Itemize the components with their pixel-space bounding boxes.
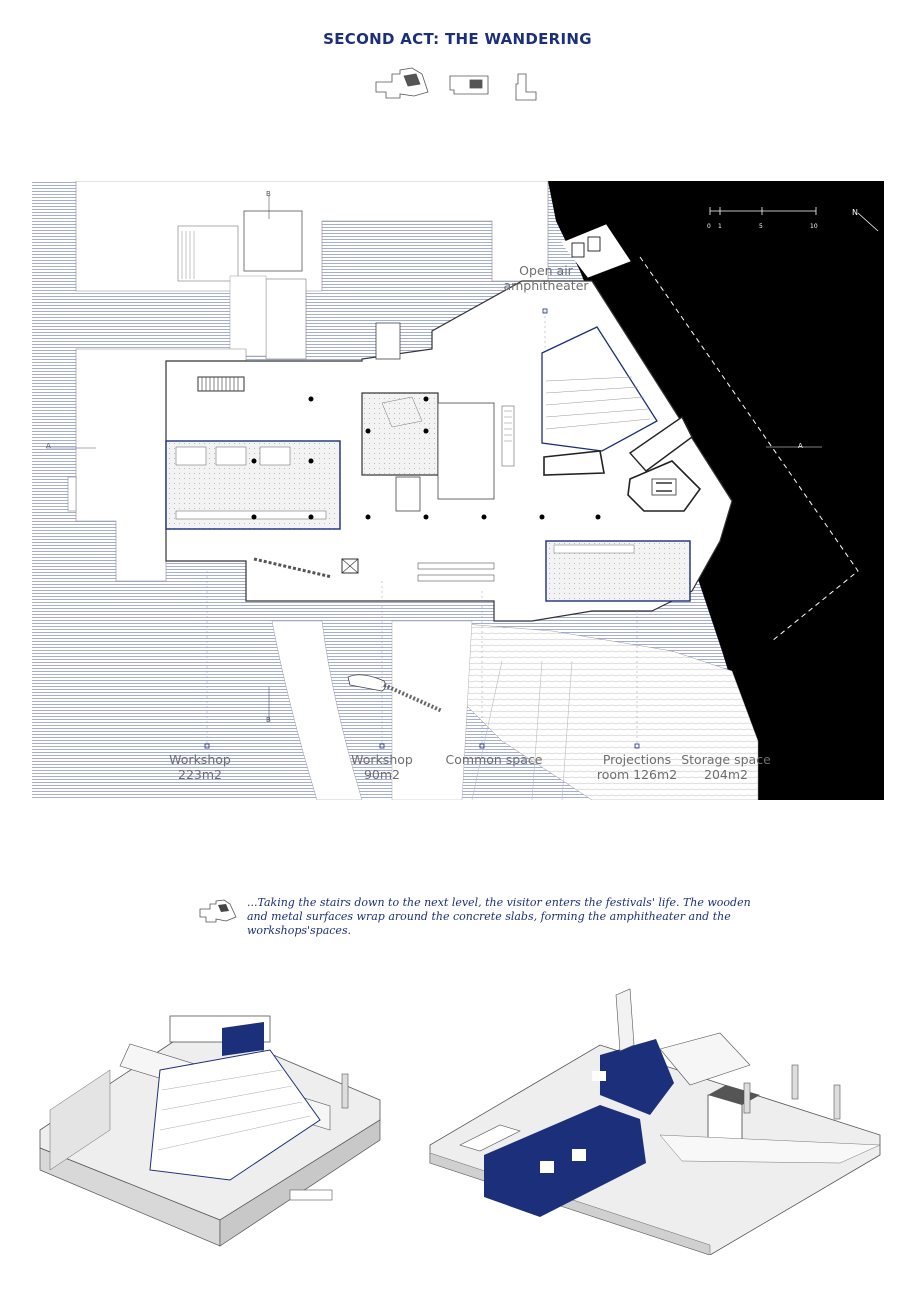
scale-tick-0: 0: [707, 223, 711, 230]
section-a-left: A: [46, 442, 51, 450]
label-storage-space: Storage space 204m2: [681, 752, 771, 782]
label-common-space: Common space: [445, 752, 543, 767]
caption-key-icon: [199, 899, 237, 923]
amphitheater: [541, 326, 658, 452]
label-open-air-amphitheater: Open air amphitheater: [503, 263, 589, 293]
axonometric-amphitheater: [39, 1015, 381, 1247]
floor-plan-drawing: [32, 181, 884, 800]
key-plan-icon-3: [515, 73, 537, 101]
scale-tick-1: 1: [718, 223, 722, 230]
caption-text: ...Taking the stairs down to the next le…: [247, 896, 751, 937]
label-workshop-90: Workshop 90m2: [351, 752, 413, 782]
scale-tick-5: 5: [759, 223, 763, 230]
scale-bar: [709, 207, 879, 232]
axonometric-workshops: [429, 988, 881, 1255]
left-land: [75, 348, 247, 582]
section-b-top: B: [266, 190, 271, 198]
key-plan-icon-1: [375, 67, 429, 99]
north-arrow: N: [852, 208, 858, 217]
workshop-small: [361, 392, 439, 476]
label-projections-room: Projections room 126m2: [596, 752, 678, 782]
boat: [347, 674, 386, 692]
scale-tick-10: 10: [810, 223, 818, 230]
key-plan-icons: [375, 67, 537, 101]
page-title: SECOND ACT: THE WANDERING: [323, 30, 592, 48]
section-b-bottom: B: [266, 716, 271, 724]
columns: [251, 396, 601, 520]
label-workshop-223: Workshop 223m2: [169, 752, 231, 782]
floor-plan: A A B B 0 1 5 10 N Open air amphitheater…: [32, 181, 884, 800]
key-plan-icon-2: [449, 75, 489, 95]
section-a-right: A: [798, 442, 803, 450]
